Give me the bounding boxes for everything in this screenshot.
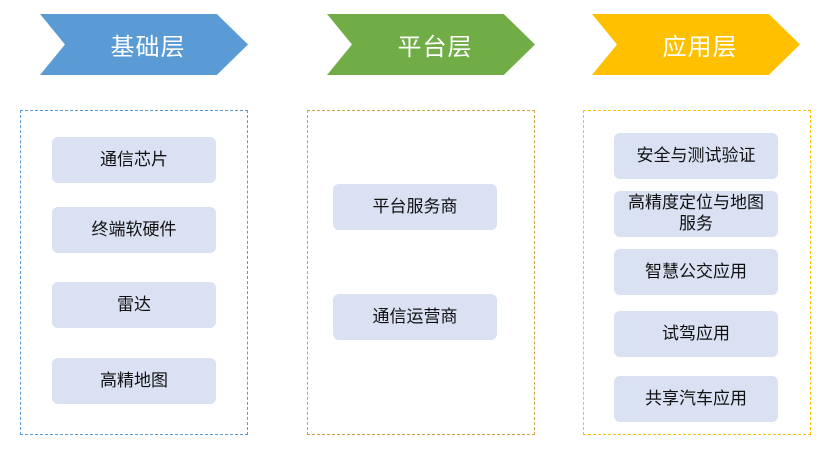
foundation-layer-box (20, 110, 248, 435)
foundation-layer-title: 基础层 (110, 33, 186, 61)
foundation-layer-header: 基础层 (40, 14, 248, 75)
application-item-test-drive: 试驾应用 (614, 311, 778, 357)
platform-layer-box (307, 110, 535, 435)
application-layer-header: 应用层 (592, 14, 800, 75)
application-item-safety-testing: 安全与测试验证 (614, 133, 778, 179)
foundation-item-radar: 雷达 (52, 282, 216, 328)
application-item-hd-positioning: 高精度定位与地图服务 (614, 191, 778, 237)
foundation-item-comm-chip: 通信芯片 (52, 137, 216, 183)
application-item-smart-bus: 智慧公交应用 (614, 249, 778, 295)
application-item-car-sharing: 共享汽车应用 (614, 376, 778, 422)
platform-item-service-provider: 平台服务商 (333, 184, 497, 230)
platform-layer-header: 平台层 (327, 14, 535, 75)
application-layer-box (583, 110, 811, 435)
application-layer-title: 应用层 (662, 33, 738, 61)
platform-layer-title: 平台层 (397, 33, 473, 61)
foundation-item-terminal-hw-sw: 终端软硬件 (52, 207, 216, 253)
foundation-item-hd-map: 高精地图 (52, 358, 216, 404)
platform-item-telecom-operator: 通信运营商 (333, 294, 497, 340)
